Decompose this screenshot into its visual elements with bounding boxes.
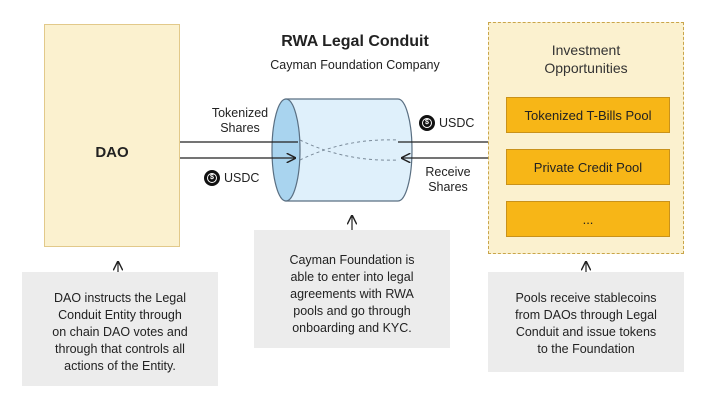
pools-note-line: Conduit and issue tokens — [515, 325, 657, 339]
conduit-note-line: pools and go through — [293, 304, 411, 318]
conduit-note-line: Cayman Foundation is — [289, 253, 415, 267]
pools-note-line: Pools receive stablecoins — [515, 291, 657, 305]
conduit-note-line: onboarding and KYC. — [292, 321, 412, 335]
dao-box — [44, 24, 180, 247]
conduit-note-line: agreements with RWA — [290, 287, 414, 301]
pool-more: ... — [506, 201, 670, 237]
pools-note-line: to the Foundation — [537, 342, 635, 356]
pools-note: Pools receive stablecoins from DAOs thro… — [488, 272, 684, 372]
dao-note: DAO instructs the Legal Conduit Entity t… — [22, 272, 218, 386]
receive-shares-line-2: Shares — [428, 180, 468, 194]
tokenized-shares-label: Tokenized Shares — [205, 106, 275, 136]
tokenized-shares-line-1: Tokenized — [211, 106, 269, 120]
receive-shares-label: Receive Shares — [412, 165, 484, 195]
usdc-coin-icon: $ — [419, 115, 435, 131]
pools-note-line: from DAOs through Legal — [515, 308, 657, 322]
usdc-coin-icon: $ — [204, 170, 220, 186]
dao-label: DAO — [95, 144, 129, 161]
dao-note-line: on chain DAO votes and — [52, 325, 188, 339]
usdc-right-text: USDC — [439, 116, 475, 130]
dao-note-line: actions of the Entity. — [64, 359, 176, 373]
pool-private-credit: Private Credit Pool — [506, 149, 670, 185]
dao-note-line: DAO instructs the Legal — [53, 291, 186, 305]
conduit-note: Cayman Foundation is able to enter into … — [254, 230, 450, 348]
diagram-subtitle: Cayman Foundation Company — [270, 58, 440, 72]
investment-opportunities-title: Investment Opportunities — [488, 41, 684, 77]
dao-note-line: through that controls all — [55, 342, 185, 356]
tokenized-shares-line-2: Shares — [220, 121, 260, 135]
usdc-left-label: $ USDC — [204, 170, 259, 186]
investment-title-line-2: Opportunities — [544, 60, 628, 76]
usdc-left-text: USDC — [224, 171, 260, 185]
investment-title-line-1: Investment — [551, 42, 621, 58]
legal-conduit-cylinder — [271, 98, 413, 202]
receive-shares-line-1: Receive — [425, 165, 471, 179]
pool-tokenized-t-bills: Tokenized T-Bills Pool — [506, 97, 670, 133]
conduit-note-line: able to enter into legal — [290, 270, 414, 284]
usdc-right-label: $ USDC — [419, 115, 474, 131]
dao-note-line: Conduit Entity through — [58, 308, 182, 322]
diagram-title: RWA Legal Conduit — [281, 33, 429, 50]
